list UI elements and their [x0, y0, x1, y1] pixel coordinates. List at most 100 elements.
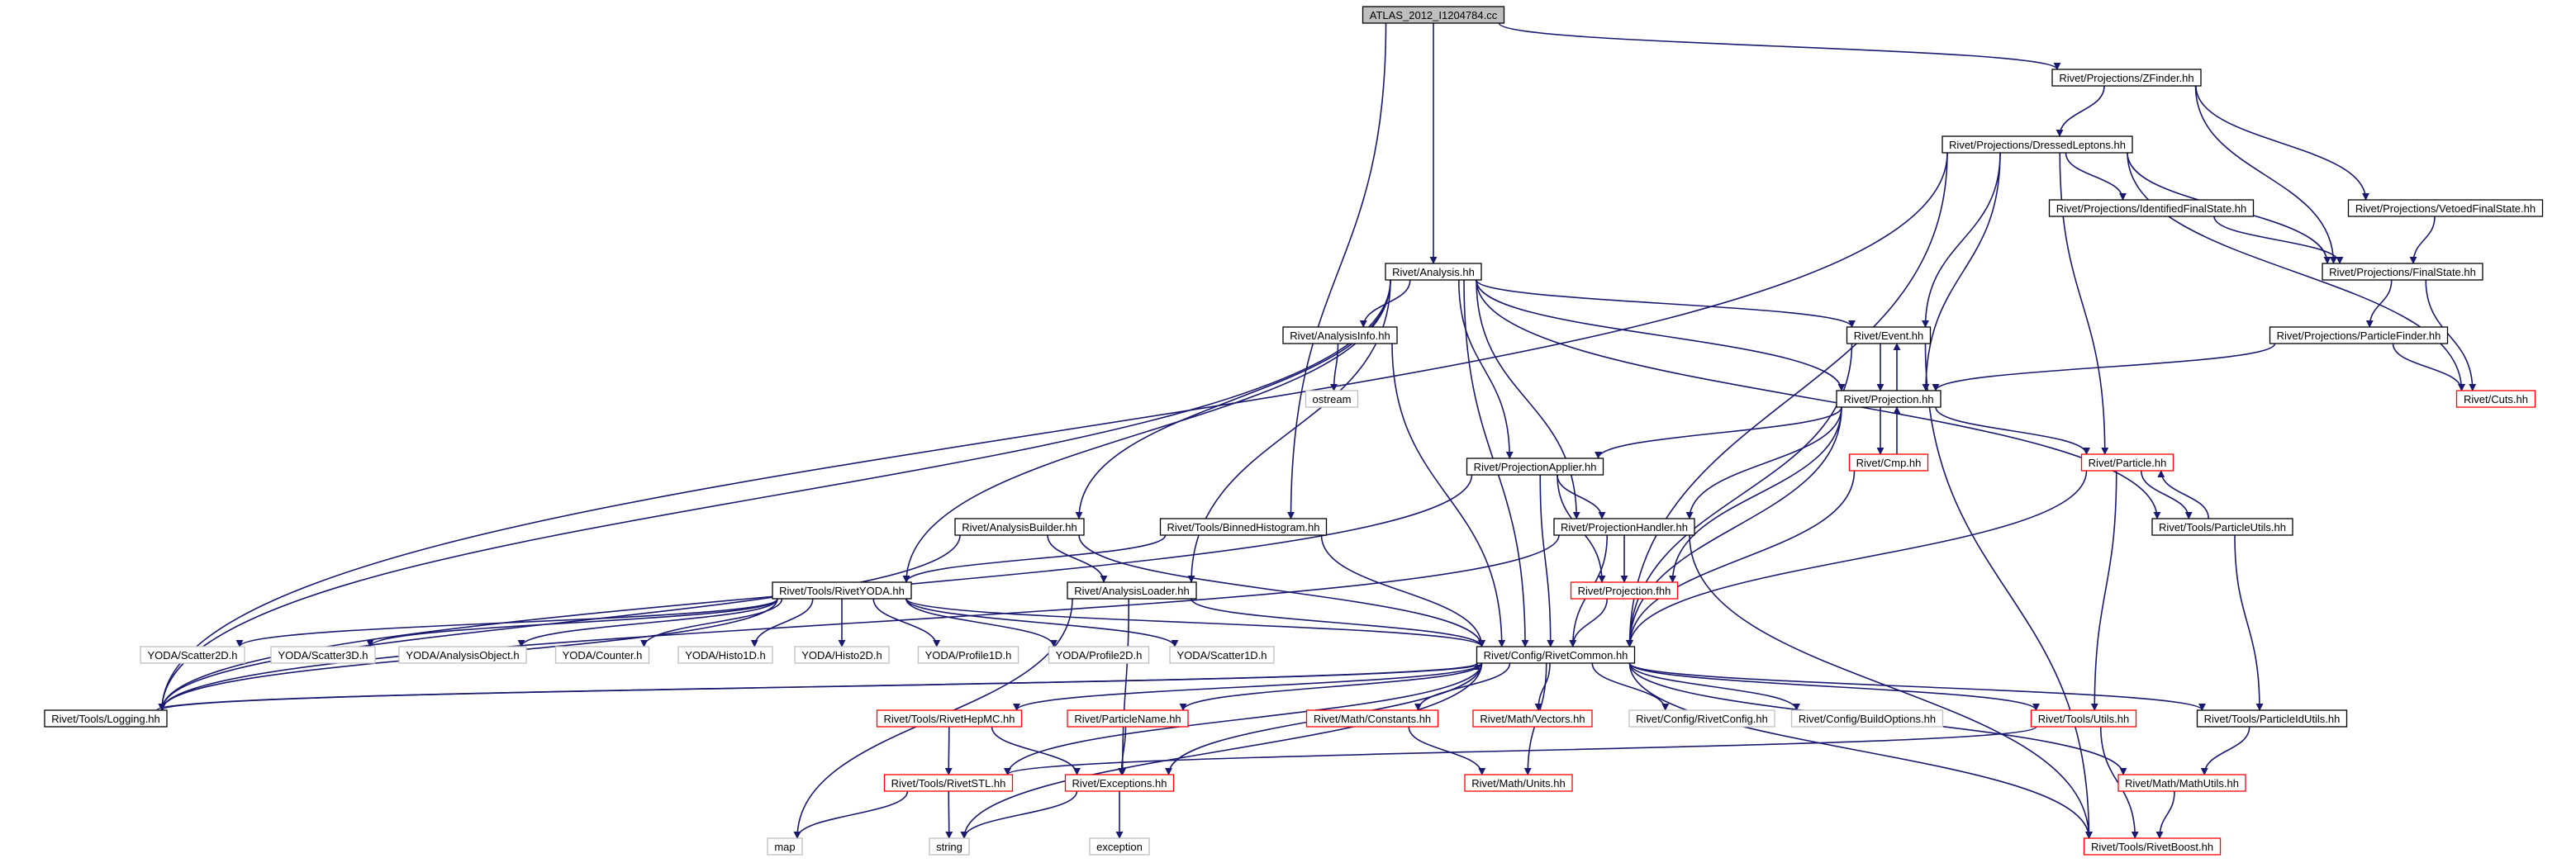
graph-node-analysisobject: YODA/AnalysisObject.h: [398, 646, 527, 664]
edge-rivetyoda-to-scatter3d: [366, 598, 778, 647]
node-box: [1942, 135, 2133, 154]
node-box: [772, 581, 912, 600]
graph-node-particleidutils[interactable]: Rivet/Tools/ParticleIdUtils.hh: [2196, 709, 2348, 728]
edge-rivetyoda-to-profile2d: [905, 598, 1057, 647]
edge-projection-to-particle: [1935, 406, 2090, 455]
edge-particlefinder-to-cuts: [2392, 343, 2465, 391]
graph-node-scatter1d: YODA/Scatter1D.h: [1169, 646, 1275, 664]
edge-analysisloader-to-exceptions: [1119, 598, 1130, 775]
graph-node-particlename[interactable]: Rivet/ParticleName.hh: [1067, 709, 1189, 728]
node-box: [1628, 709, 1775, 728]
graph-node-vetoed[interactable]: Rivet/Projections/VetoedFinalState.hh: [2347, 199, 2544, 217]
graph-node-rivetyoda[interactable]: Rivet/Tools/RivetYODA.hh: [772, 581, 912, 600]
graph-node-cuts[interactable]: Rivet/Cuts.hh: [2455, 390, 2536, 408]
graph-node-particle[interactable]: Rivet/Particle.hh: [2080, 453, 2174, 472]
graph-node-rivetstl[interactable]: Rivet/Tools/RivetSTL.hh: [883, 774, 1014, 792]
graph-node-analysisbuilder[interactable]: Rivet/AnalysisBuilder.hh: [954, 518, 1085, 536]
edge-particle-to-particleutils: [2140, 470, 2193, 519]
edge-rivetcommon-to-constants: [1414, 662, 1511, 711]
node-box: [767, 837, 803, 856]
edge-dressed-to-event: [1922, 152, 2001, 328]
node-box: [1836, 390, 1942, 408]
node-label: Rivet/Tools/RivetBoost.hh: [2091, 841, 2213, 853]
graph-node-vectors[interactable]: Rivet/Math/Vectors.hh: [1472, 709, 1593, 728]
node-box: [270, 646, 376, 664]
graph-node-exceptions[interactable]: Rivet/Exceptions.hh: [1064, 774, 1175, 792]
node-label: YODA/Profile2D.h: [1056, 649, 1143, 661]
graph-node-binnedhisto[interactable]: Rivet/Tools/BinnedHistogram.hh: [1159, 518, 1328, 536]
graph-node-mathutils[interactable]: Rivet/Math/MathUtils.hh: [2117, 774, 2246, 792]
edge-projapplier-to-rivetcommon: [1539, 474, 1555, 647]
edge-zfinder-to-dressed: [2056, 85, 2105, 137]
graph-node-analysisloader[interactable]: Rivet/AnalysisLoader.hh: [1067, 581, 1197, 600]
graph-node-projection[interactable]: Rivet/Projection.hh: [1836, 390, 1942, 408]
node-label: Rivet/Cuts.hh: [2464, 393, 2528, 405]
edge-analysisbuilder-to-logging: [158, 534, 961, 711]
edge-rivetcommon-to-particleidutils: [1628, 662, 2206, 711]
edge-finalstate-to-cuts: [2425, 279, 2477, 391]
graph-node-particlefinder[interactable]: Rivet/Projections/ParticleFinder.hh: [2269, 326, 2449, 344]
graph-node-projhandler[interactable]: Rivet/ProjectionHandler.hh: [1553, 518, 1695, 536]
graph-node-utils[interactable]: Rivet/Tools/Utils.hh: [2030, 709, 2137, 728]
graph-node-projapplier[interactable]: Rivet/ProjectionApplier.hh: [1466, 458, 1604, 476]
node-box: [1362, 6, 1505, 24]
edge-analysis-to-analysisloader: [1187, 279, 1391, 583]
graph-node-dressed[interactable]: Rivet/Projections/DressedLeptons.hh: [1942, 135, 2133, 154]
graph-node-analysisinfo[interactable]: Rivet/AnalysisInfo.hh: [1282, 326, 1398, 344]
graph-node-scatter3d: YODA/Scatter3D.h: [270, 646, 376, 664]
node-label: YODA/Histo2D.h: [801, 649, 882, 661]
edge-projection-to-projapplier: [1595, 406, 1842, 459]
graph-node-logging[interactable]: Rivet/Tools/Logging.hh: [44, 709, 168, 728]
node-label: ostream: [1313, 393, 1352, 405]
graph-node-identified[interactable]: Rivet/Projections/IdentifiedFinalState.h…: [2048, 199, 2255, 217]
edge-particleutils-to-particleidutils: [2234, 534, 2264, 711]
edge-rivetstl-to-string: [945, 790, 953, 839]
edge-particlename-to-exceptions: [1118, 726, 1127, 775]
node-box: [2196, 709, 2348, 728]
node-box: [1553, 518, 1695, 536]
edge-rivetcommon-to-buildoptions: [1628, 662, 1800, 711]
node-label: YODA/Scatter3D.h: [278, 649, 368, 661]
edge-projhandler-to-rivetboost: [1689, 534, 2093, 839]
edge-rivetyoda-to-profile1d: [872, 598, 941, 647]
edge-projection-to-projfhh: [1669, 406, 1842, 583]
graph-node-rivethepmc[interactable]: Rivet/Tools/RivetHepMC.hh: [876, 709, 1023, 728]
graph-node-cmp[interactable]: Rivet/Cmp.hh: [1848, 453, 1929, 472]
node-label: Rivet/Math/MathUtils.hh: [2125, 777, 2239, 790]
graph-node-particleutils[interactable]: Rivet/Tools/ParticleUtils.hh: [2151, 518, 2293, 536]
graph-node-root[interactable]: ATLAS_2012_I1204784.cc: [1362, 6, 1505, 24]
edge-dressed-to-cuts: [2127, 152, 2465, 391]
edge-analysis-to-projapplier: [1457, 279, 1514, 459]
node-label: Rivet/Tools/Logging.hh: [51, 713, 160, 725]
node-box: [2083, 837, 2222, 856]
edge-constants-to-units: [1408, 726, 1486, 775]
node-box: [1476, 646, 1636, 664]
graph-node-zfinder[interactable]: Rivet/Projections/ZFinder.hh: [2051, 69, 2202, 87]
graph-node-constants[interactable]: Rivet/Math/Constants.hh: [1305, 709, 1439, 728]
edge-analysisloader-to-rivetcommon: [1191, 598, 1485, 647]
graph-node-rivetboost[interactable]: Rivet/Tools/RivetBoost.hh: [2083, 837, 2222, 856]
edge-dressed-to-rivetcommon: [1626, 152, 1948, 647]
graph-node-analysis[interactable]: Rivet/Analysis.hh: [1385, 263, 1482, 281]
node-box: [1305, 709, 1439, 728]
node-label: Rivet/Projection.fhh: [1578, 585, 1671, 597]
node-box: [1472, 709, 1593, 728]
node-box: [554, 646, 650, 664]
edge-analysis-to-analysisbuilder: [1075, 279, 1391, 519]
edge-analysis-to-projection: [1476, 279, 1846, 391]
graph-node-histo2d: YODA/Histo2D.h: [794, 646, 890, 664]
edge-projapplier-to-projhandler: [1557, 474, 1606, 519]
node-box: [1385, 263, 1482, 281]
graph-node-map: map: [767, 837, 803, 856]
graph-node-event[interactable]: Rivet/Event.hh: [1846, 326, 1932, 344]
node-box: [2051, 69, 2202, 87]
graph-node-finalstate[interactable]: Rivet/Projections/FinalState.hh: [2322, 263, 2483, 281]
node-label: Rivet/Exceptions.hh: [1072, 777, 1167, 790]
node-box: [1048, 646, 1150, 664]
graph-node-rivetcommon[interactable]: Rivet/Config/RivetCommon.hh: [1476, 646, 1636, 664]
graph-node-units[interactable]: Rivet/Math/Units.hh: [1464, 774, 1573, 792]
graph-node-projfhh[interactable]: Rivet/Projection.fhh: [1570, 581, 1679, 600]
node-label: Rivet/Config/BuildOptions.hh: [1799, 713, 1936, 725]
node-box: [1067, 709, 1189, 728]
node-label: Rivet/Analysis.hh: [1392, 266, 1475, 278]
